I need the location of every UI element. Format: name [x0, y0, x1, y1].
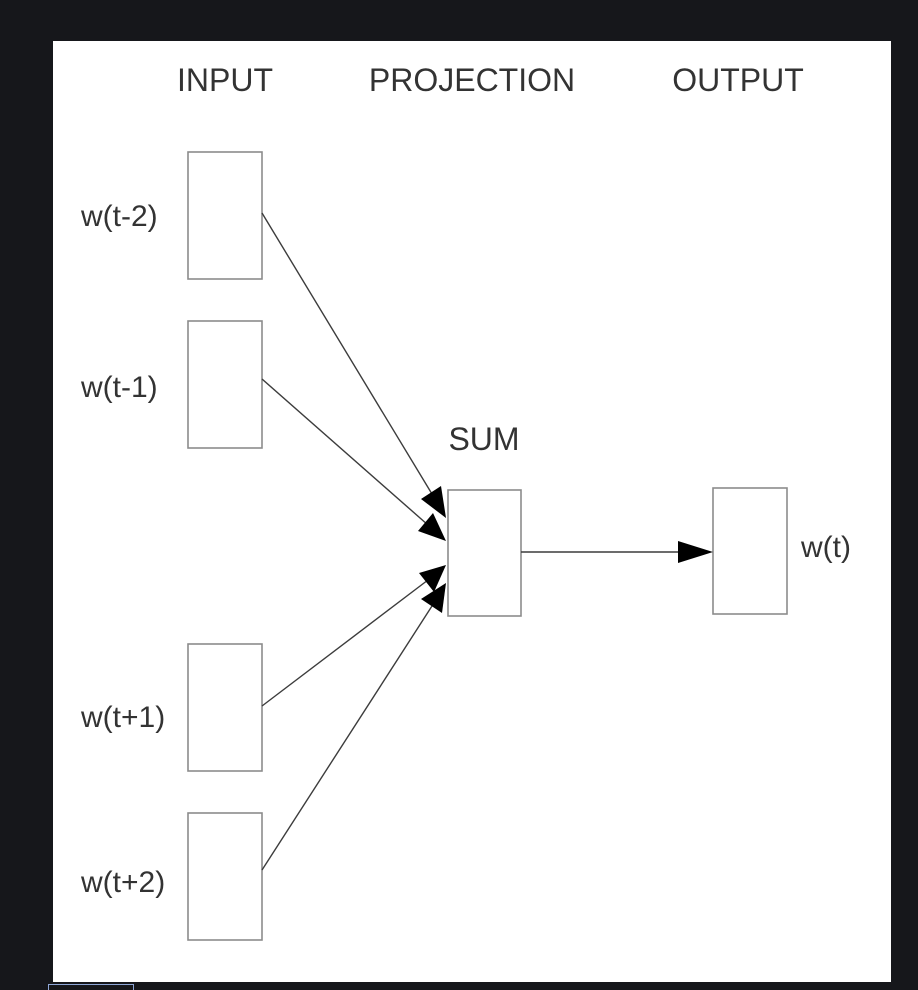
- arrowhead-w-t-minus-1: [418, 513, 446, 541]
- edge-w-t-minus-1-to-sum: [261, 378, 429, 526]
- input-label-w-t-plus-2: w(t+2): [80, 866, 165, 899]
- input-box-w-t-minus-2: [187, 151, 263, 280]
- edge-w-t-minus-2-to-sum: [261, 212, 433, 495]
- edge-w-t-plus-1-to-sum: [261, 579, 429, 707]
- output-box-w-t: [712, 487, 788, 615]
- column-header-output: OUTPUT: [672, 62, 804, 98]
- input-box-w-t-plus-1: [187, 643, 263, 772]
- edge-w-t-plus-2-to-sum: [261, 605, 433, 871]
- arrowhead-w-t-minus-2: [421, 486, 446, 518]
- input-label-w-t-minus-1: w(t-1): [80, 371, 158, 404]
- arrowhead-output: [678, 541, 713, 563]
- column-header-input: INPUT: [177, 62, 273, 98]
- selection-outline: [48, 984, 134, 990]
- projection-label: SUM: [448, 421, 519, 457]
- output-label-w-t: w(t): [800, 531, 851, 564]
- input-label-w-t-minus-2: w(t-2): [80, 200, 158, 233]
- input-box-w-t-minus-1: [187, 320, 263, 449]
- input-box-w-t-plus-2: [187, 812, 263, 941]
- arrowhead-w-t-plus-1: [419, 565, 446, 592]
- column-header-projection: PROJECTION: [369, 62, 575, 98]
- arrowhead-w-t-plus-2: [421, 583, 446, 613]
- projection-sum-box: [447, 489, 522, 617]
- input-label-w-t-plus-1: w(t+1): [80, 701, 165, 734]
